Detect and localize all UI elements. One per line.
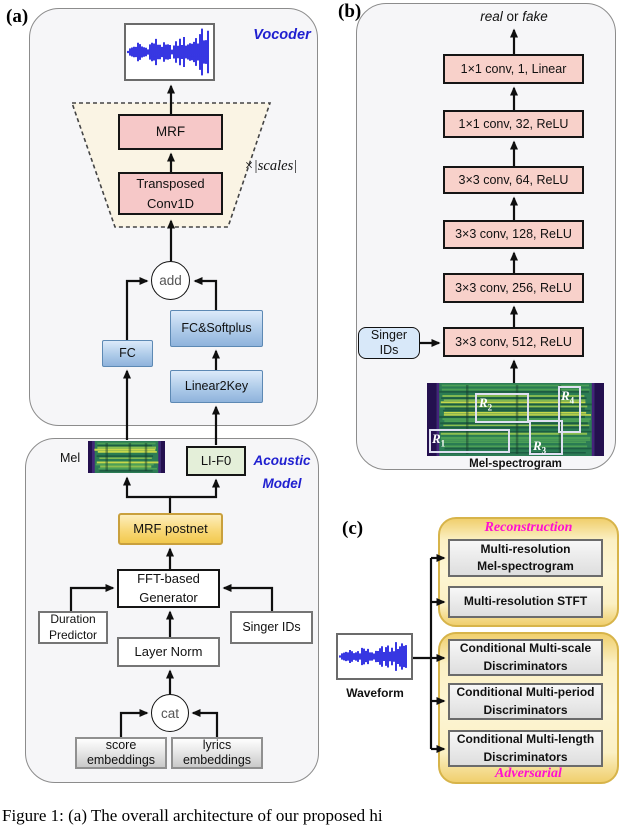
mrf-box: MRF <box>118 114 223 150</box>
fft-generator-box: FFT-based Generator <box>117 569 220 608</box>
mel-spectrogram-caption: Mel-spectrogram <box>469 458 562 470</box>
conv-box-3x3-128-relu: 3×3 conv, 128, ReLU <box>443 220 584 249</box>
waveform-label: Waveform <box>346 686 404 700</box>
region-r3-rect <box>529 420 563 455</box>
multires-stft-box: Multi-resolution STFT <box>448 586 603 618</box>
multilength-line2: Discriminators <box>483 749 568 764</box>
acoustic-title-line1: Acoustic <box>253 453 311 468</box>
conv-box-1x1-1-linear: 1×1 conv, 1, Linear <box>443 54 584 84</box>
singer-line1: Singer <box>370 328 408 342</box>
waveform-graphic-c <box>339 642 407 671</box>
multires-mel-line2: Mel-spectrogram <box>477 559 574 573</box>
score-line2: embeddings <box>86 753 156 767</box>
panel-c-label: (c) <box>342 518 364 539</box>
conv-box-3x3-256-relu: 3×3 conv, 256, ReLU <box>443 273 584 303</box>
reconstruction-title: Reconstruction <box>484 520 573 535</box>
add-node: add <box>151 261 190 300</box>
multiperiod-line1: Conditional Multi-period <box>456 685 595 700</box>
fc-softplus-box: FC&Softplus <box>170 310 263 347</box>
region-r2-rect <box>475 393 529 423</box>
singer-ids-box-a: Singer IDs <box>230 611 313 644</box>
multilength-line1: Conditional Multi-length <box>456 732 595 747</box>
multiscale-line1: Conditional Multi-scale <box>459 641 592 656</box>
multiperiod-discriminators-box: Conditional Multi-period Discriminators <box>448 683 603 720</box>
waveform-image-c <box>336 633 413 680</box>
duration-line1: Duration <box>50 611 96 626</box>
transposed-line2: Conv1D <box>147 195 194 211</box>
region-r2-label: R2 <box>479 395 493 413</box>
duration-predictor-box: Duration Predictor <box>38 611 108 644</box>
waveform-image-vocoder <box>124 23 215 81</box>
real-word: real <box>480 9 503 24</box>
duration-line2: Predictor <box>48 627 98 642</box>
linear2key-box: Linear2Key <box>170 370 263 403</box>
lyrics-embeddings-box: lyrics embeddings <box>171 737 263 769</box>
mel-spectrogram-small <box>88 441 165 473</box>
multires-mel-box: Multi-resolution Mel-spectrogram <box>448 539 603 577</box>
transposed-conv1d-box: Transposed Conv1D <box>118 172 223 215</box>
region-r1-rect <box>429 429 510 453</box>
vocoder-title: Vocoder <box>253 27 311 43</box>
region-r3-label: R3 <box>533 438 547 456</box>
li-f0-box: LI-F0 <box>186 446 246 476</box>
region-r4-rect <box>558 386 581 433</box>
fft-line1: FFT-based <box>137 571 200 587</box>
or-word: or <box>502 9 523 24</box>
acoustic-title-line2: Model <box>262 475 302 491</box>
mel-label: Mel <box>60 451 81 465</box>
conv-box-1x1-32-relu: 1×1 conv, 32, ReLU <box>443 110 584 138</box>
adversarial-title: Adversarial <box>495 766 562 781</box>
mel-spectrogram-graphic <box>88 441 165 473</box>
lyrics-line2: embeddings <box>182 753 252 767</box>
multiscale-discriminators-box: Conditional Multi-scale Discriminators <box>448 639 603 676</box>
conv-box-3x3-512-relu: 3×3 conv, 512, ReLU <box>443 327 584 357</box>
mrf-postnet-box: MRF postnet <box>118 513 223 545</box>
multires-mel-line1: Multi-resolution <box>480 541 571 556</box>
real-or-fake-label: real or fake <box>444 9 584 24</box>
mel-spectrogram-graphic-b <box>427 383 604 456</box>
multilength-discriminators-box: Conditional Multi-length Discriminators <box>448 730 603 767</box>
scales-multiplier-label: ×|scales| <box>244 158 298 174</box>
layer-norm-box: Layer Norm <box>117 637 220 667</box>
fake-word: fake <box>522 9 548 24</box>
score-embeddings-box: score embeddings <box>75 737 167 769</box>
transposed-line1: Transposed <box>136 176 205 191</box>
singer-line2: IDs <box>379 343 399 357</box>
mel-spectrogram-large: R1 R2 R3 R4 <box>427 383 604 456</box>
multiperiod-line2: Discriminators <box>483 702 568 717</box>
fc-box: FC <box>102 340 153 367</box>
lyrics-line1: lyrics <box>202 738 232 752</box>
score-line1: score <box>105 738 137 752</box>
panel-b-label: (b) <box>338 1 362 22</box>
fft-line2: Generator <box>139 589 198 605</box>
panel-a-label: (a) <box>6 6 29 27</box>
figure-caption: Figure 1: (a) The overall architecture o… <box>2 806 383 825</box>
acoustic-model-title: Acoustic Model <box>246 450 318 496</box>
cat-node: cat <box>151 694 189 732</box>
singer-ids-box-b: Singer IDs <box>358 327 420 359</box>
waveform-graphic <box>127 28 209 76</box>
conv-box-3x3-64-relu: 3×3 conv, 64, ReLU <box>443 166 584 194</box>
region-r1-label: R1 <box>432 431 446 449</box>
multiscale-line2: Discriminators <box>483 658 568 673</box>
region-r4-label: R4 <box>561 388 575 406</box>
